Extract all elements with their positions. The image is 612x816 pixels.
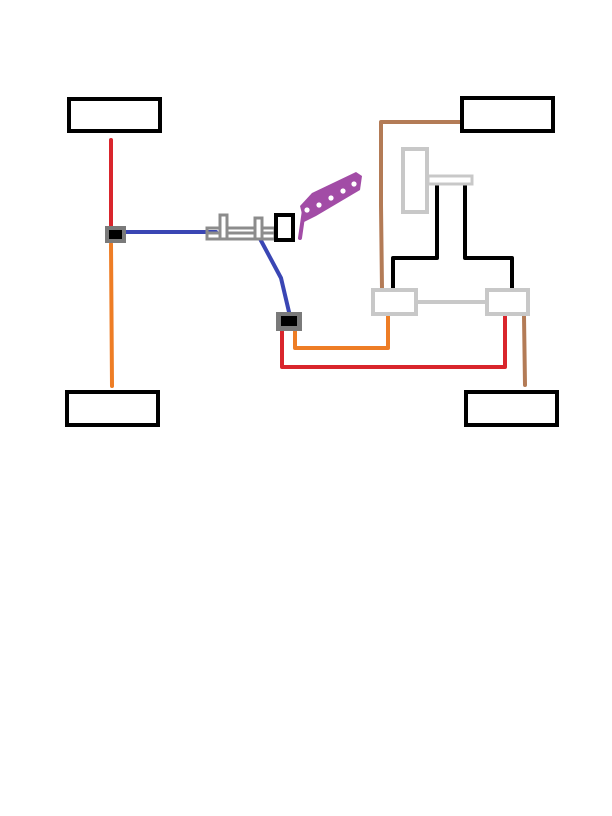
pedal-hole-5	[351, 181, 357, 187]
left-junction-inner	[109, 230, 122, 239]
brake-pedal-icon	[298, 172, 362, 240]
reservoir-feed-right	[463, 178, 514, 291]
rear-right-wheel-icon	[464, 390, 559, 427]
orange-line-rear-left	[109, 242, 114, 388]
cylinder-port-right	[253, 216, 264, 241]
pedal-hole-3	[328, 195, 334, 201]
reservoir-feed-left	[391, 178, 439, 291]
left-junction-block-icon	[105, 226, 126, 243]
brown-line-front-right	[379, 120, 463, 291]
orange-line-center	[293, 314, 390, 350]
pedal-hole-1	[304, 207, 310, 213]
blue-line-center	[256, 233, 291, 314]
cylinder-end-cap	[274, 213, 295, 242]
front-right-wheel-icon	[460, 96, 555, 133]
pedal-hole-4	[340, 188, 346, 194]
reservoir-icon	[401, 147, 474, 214]
right-valve-box-icon	[485, 288, 530, 316]
master-cylinder-icon	[205, 213, 295, 242]
left-valve-box-icon	[371, 288, 418, 316]
brown-line-rear-right	[522, 314, 527, 387]
reservoir-tank	[401, 147, 429, 214]
center-junction-inner	[281, 316, 297, 326]
rear-left-wheel-icon	[65, 390, 160, 427]
pedal-hole-2	[316, 202, 322, 208]
center-junction-block-icon	[276, 312, 302, 331]
cylinder-port-left	[218, 213, 229, 241]
red-line-center	[280, 314, 507, 369]
front-left-wheel-icon	[67, 97, 162, 133]
reservoir-neck	[426, 174, 474, 186]
